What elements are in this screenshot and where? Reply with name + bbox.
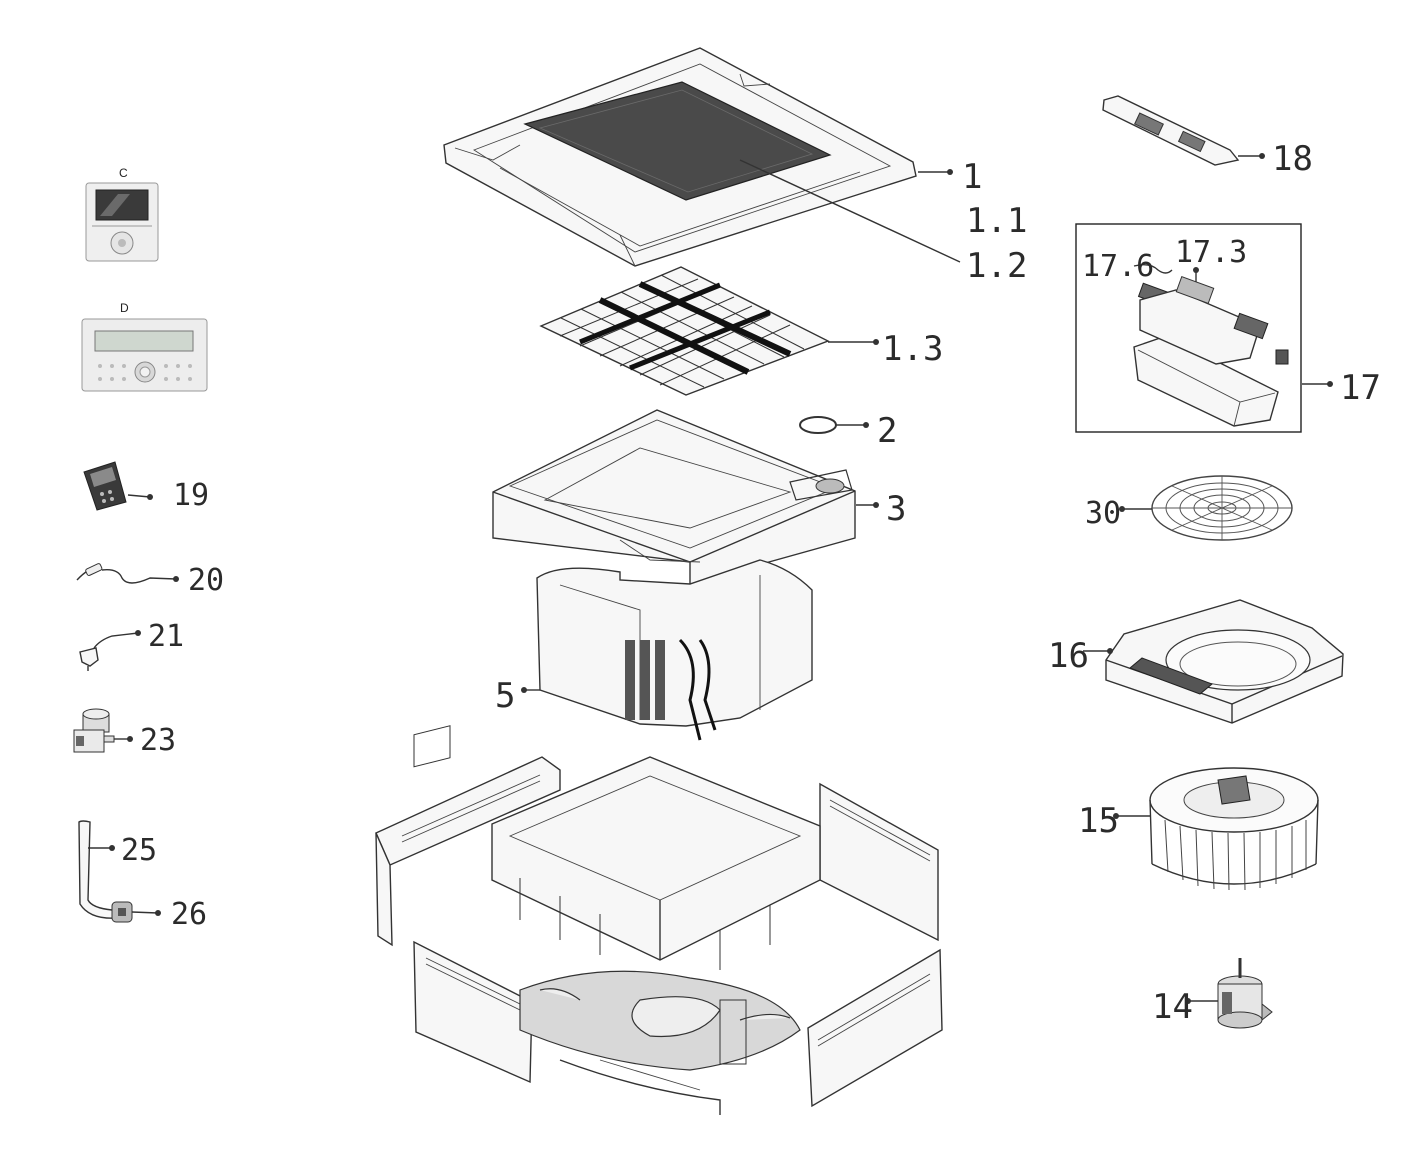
label-17-3: 17.3 — [1175, 235, 1247, 270]
label-d: D — [120, 301, 129, 315]
part-chassis-housing — [375, 725, 943, 1115]
label-1-2: 1.2 — [966, 246, 1027, 286]
part-d-wired-controller: D — [81, 301, 208, 392]
label-16: 16 — [1048, 636, 1089, 676]
label-2: 2 — [877, 411, 897, 451]
label-23: 23 — [140, 723, 176, 758]
part-14-fan-motor: 14 — [1152, 958, 1273, 1029]
part-18-electrical-box-cover: 18 — [1102, 95, 1313, 179]
label-21: 21 — [148, 619, 184, 654]
label-3: 3 — [886, 489, 906, 529]
part-25-drain-hose: 25 — [78, 820, 157, 919]
label-26: 26 — [171, 897, 207, 932]
label-c: C — [119, 166, 128, 180]
part-30-fan-guard: 30 — [1085, 475, 1293, 541]
part-5-heat-exchanger: 5 — [495, 559, 813, 741]
label-20: 20 — [188, 563, 224, 598]
label-17-6: 17.6 — [1082, 249, 1154, 284]
part-19-remote-controller: 19 — [83, 461, 209, 513]
part-17-electrical-box: 17.6 17.3 17 — [1075, 223, 1381, 433]
part-15-centrifugal-fan: 15 — [1078, 767, 1319, 891]
label-5: 5 — [495, 676, 515, 716]
part-26-hose-connector: 26 — [111, 897, 207, 932]
part-2-sealing-ring: 2 — [799, 411, 897, 451]
part-20-sensor-cable: 20 — [76, 563, 224, 598]
label-18: 18 — [1272, 139, 1313, 179]
label-14: 14 — [1152, 987, 1193, 1027]
part-3-drain-pan: 3 — [492, 409, 906, 585]
label-25: 25 — [121, 833, 157, 868]
label-30: 30 — [1085, 496, 1121, 531]
label-17: 17 — [1340, 368, 1381, 408]
part-23-drain-pump: 23 — [73, 708, 176, 758]
part-c-wired-controller: C — [85, 166, 159, 262]
part-1-2-panel-grille — [523, 81, 832, 201]
label-1-3: 1.3 — [882, 329, 943, 369]
label-1: 1 — [962, 157, 982, 197]
part-21-temperature-sensor: 21 — [79, 619, 184, 671]
label-1-1: 1.1 — [966, 201, 1027, 241]
part-1-3-air-filter: 1.3 — [539, 266, 943, 396]
label-15: 15 — [1078, 801, 1119, 841]
leader-1: 1 1.1 1.2 — [739, 157, 1027, 286]
label-19: 19 — [173, 478, 209, 513]
part-16-fan-housing: 16 — [1048, 599, 1344, 724]
